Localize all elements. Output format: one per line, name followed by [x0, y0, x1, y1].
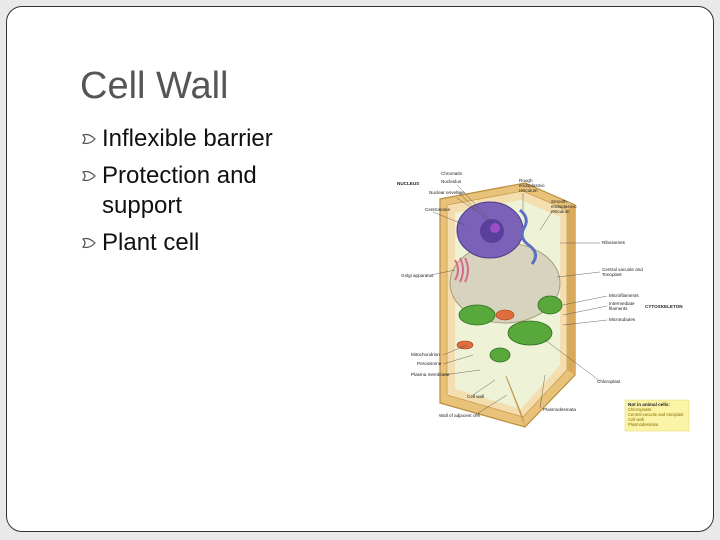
bullet-list: Inflexible barrier Protection and suppor… [80, 124, 340, 265]
slide-title: Cell Wall [80, 65, 229, 107]
label-chromatin: Chromatin [441, 171, 463, 176]
bullet-text: Protection and [102, 162, 257, 189]
bullet-item: Plant cell [80, 228, 340, 258]
label-plasmodesmata: Plasmodesmata [543, 407, 576, 412]
note-item: Plasmodesmata [628, 422, 659, 427]
label-rough-er-1: Rough [519, 178, 533, 183]
bullet-text: Plant cell [102, 229, 200, 256]
label-microtubules: Microtubules [609, 317, 636, 322]
bullet-arrow-icon [82, 170, 96, 182]
label-nucleolus: Nucleolus [441, 179, 462, 184]
label-cell-wall: Cell wall [467, 394, 484, 399]
bullet-item: Inflexible barrier [80, 124, 340, 154]
slide: Cell Wall Inflexible barrier Protection … [6, 6, 714, 532]
bullet-text: Inflexible barrier [102, 125, 273, 152]
plant-cell-diagram: NUCLEUS Chromatin Nucleolus Nuclear enve… [395, 165, 705, 437]
label-wall-adjacent: Wall of adjacent cell [439, 413, 480, 418]
label-intermediate-1: Intermediate [609, 301, 635, 306]
label-mitochondrion: Mitochondrion [411, 352, 440, 357]
label-smooth-er-1: Smooth [551, 199, 567, 204]
label-microfilaments: Microfilaments [609, 293, 639, 298]
bullet-item: Protection and support [80, 161, 340, 221]
plant-cell-illustration: NUCLEUS Chromatin Nucleolus Nuclear enve… [397, 171, 690, 432]
bullet-arrow-icon [82, 133, 96, 145]
note-item: Cell wall [628, 417, 644, 422]
label-smooth-er-2: endoplasmic [551, 204, 577, 209]
label-smooth-er-3: reticulum [551, 209, 570, 214]
note-heading: Not in animal cells: [628, 402, 670, 407]
label-intermediate-2: filaments [609, 306, 628, 311]
label-central-vacuole-1: Central vacuole and [602, 267, 643, 272]
label-ribosomes: Ribosomes [602, 240, 626, 245]
label-peroxisome: Peroxisome [417, 361, 442, 366]
label-nucleus: NUCLEUS [397, 181, 419, 186]
label-nuclear-envelope: Nuclear envelope [429, 190, 465, 195]
label-centrosome: Centrosome [425, 207, 450, 212]
bullet-text-continued: support [102, 192, 183, 219]
label-rough-er-2: endoplasmic [519, 183, 545, 188]
label-golgi: Golgi apparatus [401, 273, 434, 278]
note-item: Central vacuole and tonoplast [628, 412, 684, 417]
label-plasma-membrane: Plasma membrane [411, 372, 450, 377]
note-box [624, 399, 690, 432]
label-cytoskeleton: CYTOSKELETON [645, 304, 683, 309]
label-rough-er-3: reticulum [519, 188, 538, 193]
note-item: Chloroplasts [628, 407, 651, 412]
label-chloroplast: Chloroplast [597, 379, 621, 384]
label-central-vacuole-2: Tonoplast [602, 272, 622, 277]
bullet-arrow-icon [82, 237, 96, 249]
